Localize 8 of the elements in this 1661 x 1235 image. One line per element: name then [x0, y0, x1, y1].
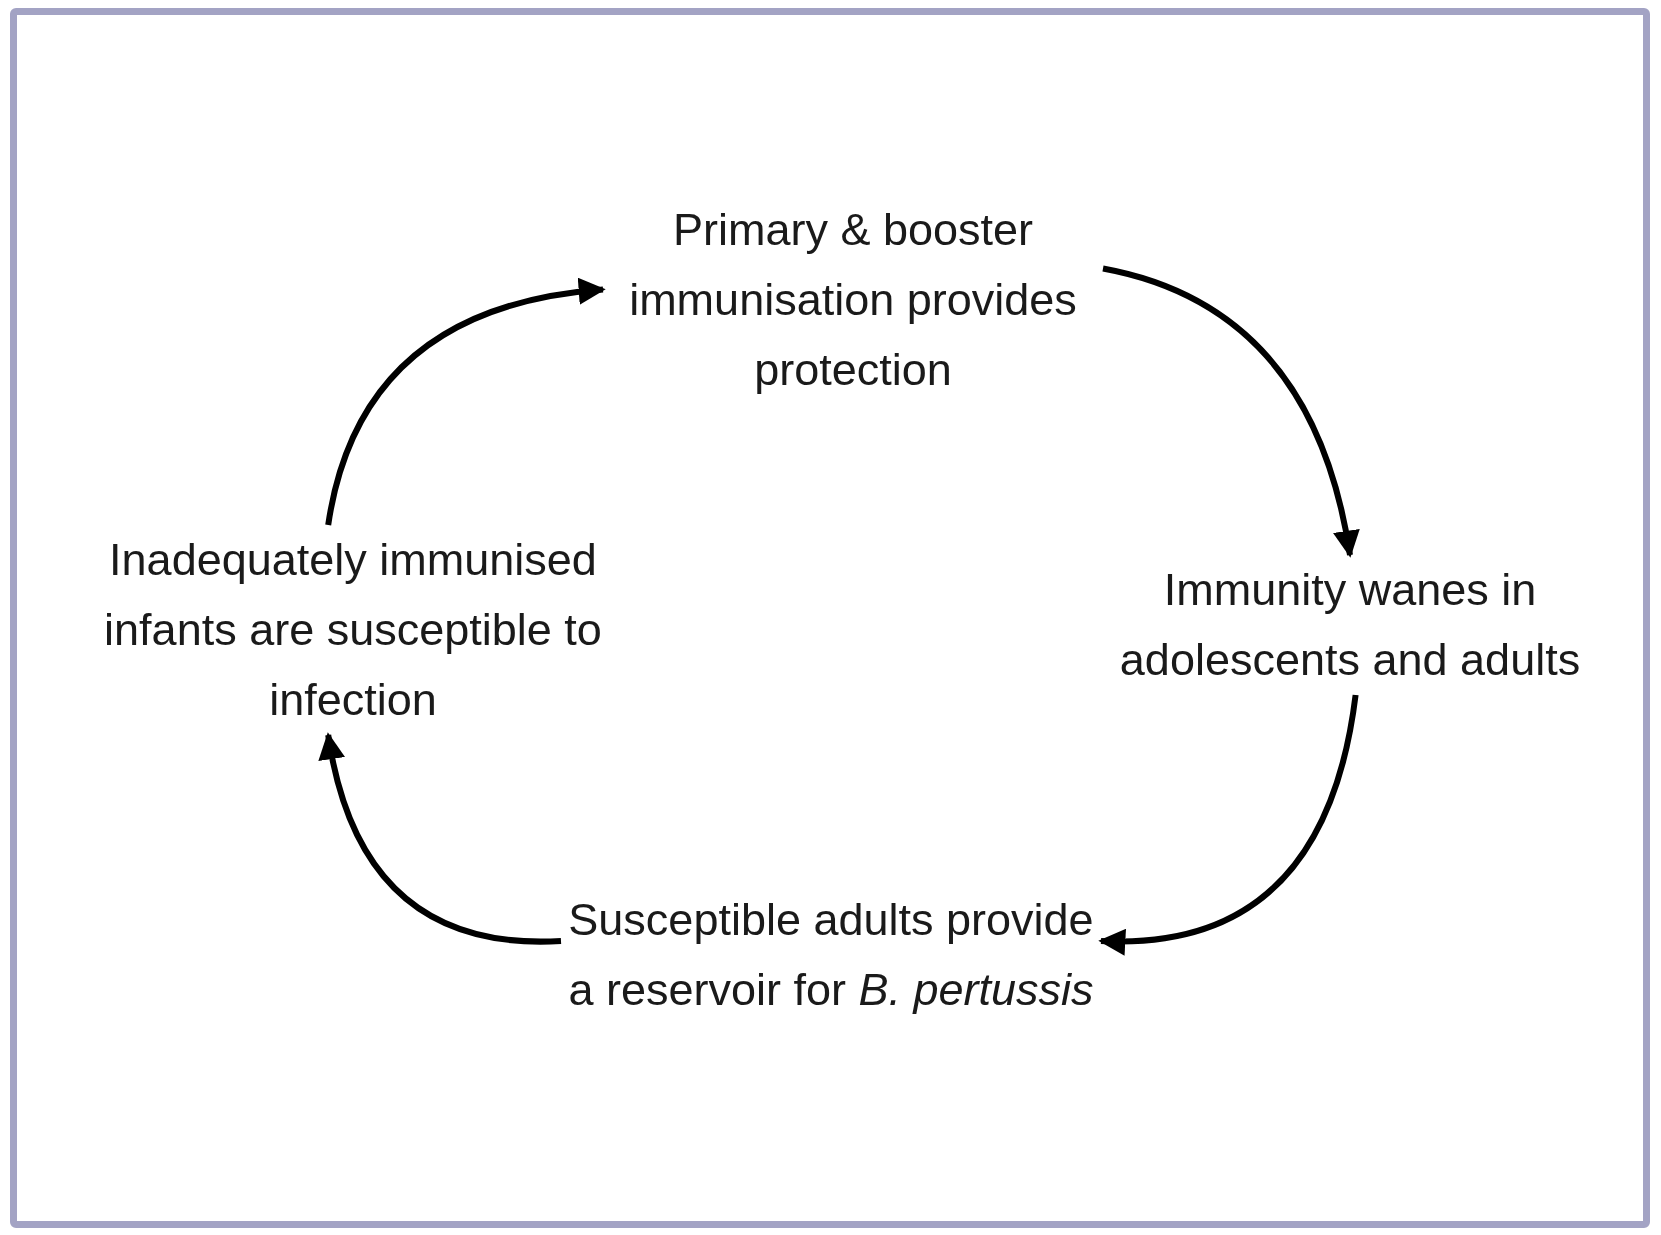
curved-arrow: [1098, 694, 1359, 955]
stage-text: Primary & booster immunisation provides protection: [628, 203, 1078, 397]
curved-arrow: [325, 278, 606, 526]
stage-text: Susceptible adults provide a reservoir for B. pertussis: [567, 893, 1095, 1017]
curved-arrow: [1102, 265, 1359, 558]
stage-text: Inadequately immunised infants are susceptible to infection: [103, 533, 603, 727]
curved-arrow: [319, 732, 562, 945]
stage-text: Immunity wanes in adolescents and adults: [1118, 563, 1582, 687]
